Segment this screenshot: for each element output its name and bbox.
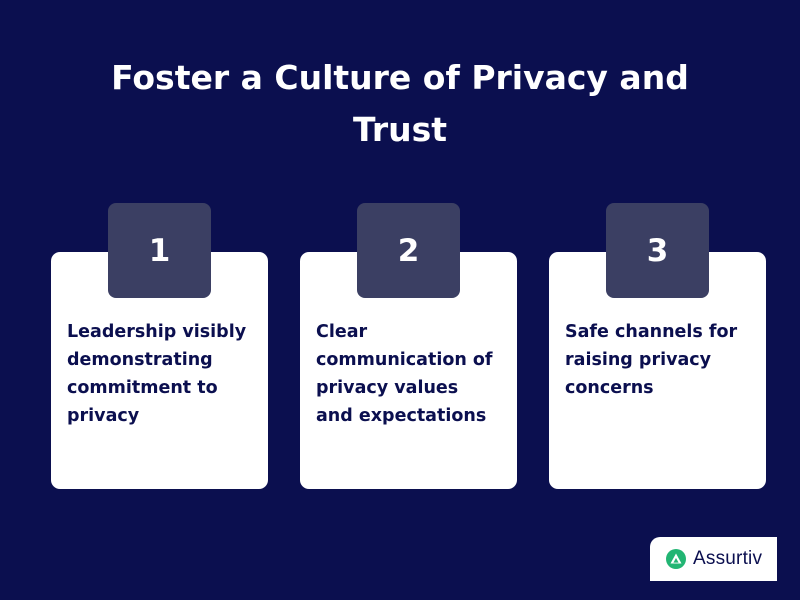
step-card-2: 2 Clear communication of privacy values … [300, 203, 517, 489]
step-text-line: commitment to [67, 378, 218, 398]
step-description: Leadership visibly demonstrating commitm… [67, 318, 261, 430]
step-number-badge: 3 [606, 203, 709, 298]
assurtiv-logo-icon [666, 549, 686, 569]
title-line-1: Foster a Culture of Privacy and [111, 58, 689, 97]
step-text-line: demonstrating [67, 350, 213, 370]
step-text-line: Safe channels for [565, 322, 738, 342]
step-text-line: concerns [565, 378, 654, 398]
step-card-1: 1 Leadership visibly demonstrating commi… [51, 203, 268, 489]
step-number-badge: 2 [357, 203, 460, 298]
step-text-line: privacy [67, 406, 140, 426]
step-text-line: Leadership visibly [67, 322, 247, 342]
step-number-badge: 1 [108, 203, 211, 298]
title-line-2: Trust [352, 110, 448, 149]
brand-name: Assurtiv [693, 548, 763, 569]
step-text-line: communication of [316, 350, 493, 370]
step-text-line: privacy values [316, 378, 459, 398]
step-card-3: 3 Safe channels for raising privacy conc… [549, 203, 766, 489]
step-description: Clear communication of privacy values an… [316, 318, 510, 430]
step-description: Safe channels for raising privacy concer… [565, 318, 759, 402]
step-text-line: and expectations [316, 406, 487, 426]
page-title: Foster a Culture of Privacy and Trust [80, 52, 720, 156]
step-text-line: Clear [316, 322, 368, 342]
step-text-line: raising privacy [565, 350, 712, 370]
brand-logo-badge: Assurtiv [650, 537, 777, 581]
